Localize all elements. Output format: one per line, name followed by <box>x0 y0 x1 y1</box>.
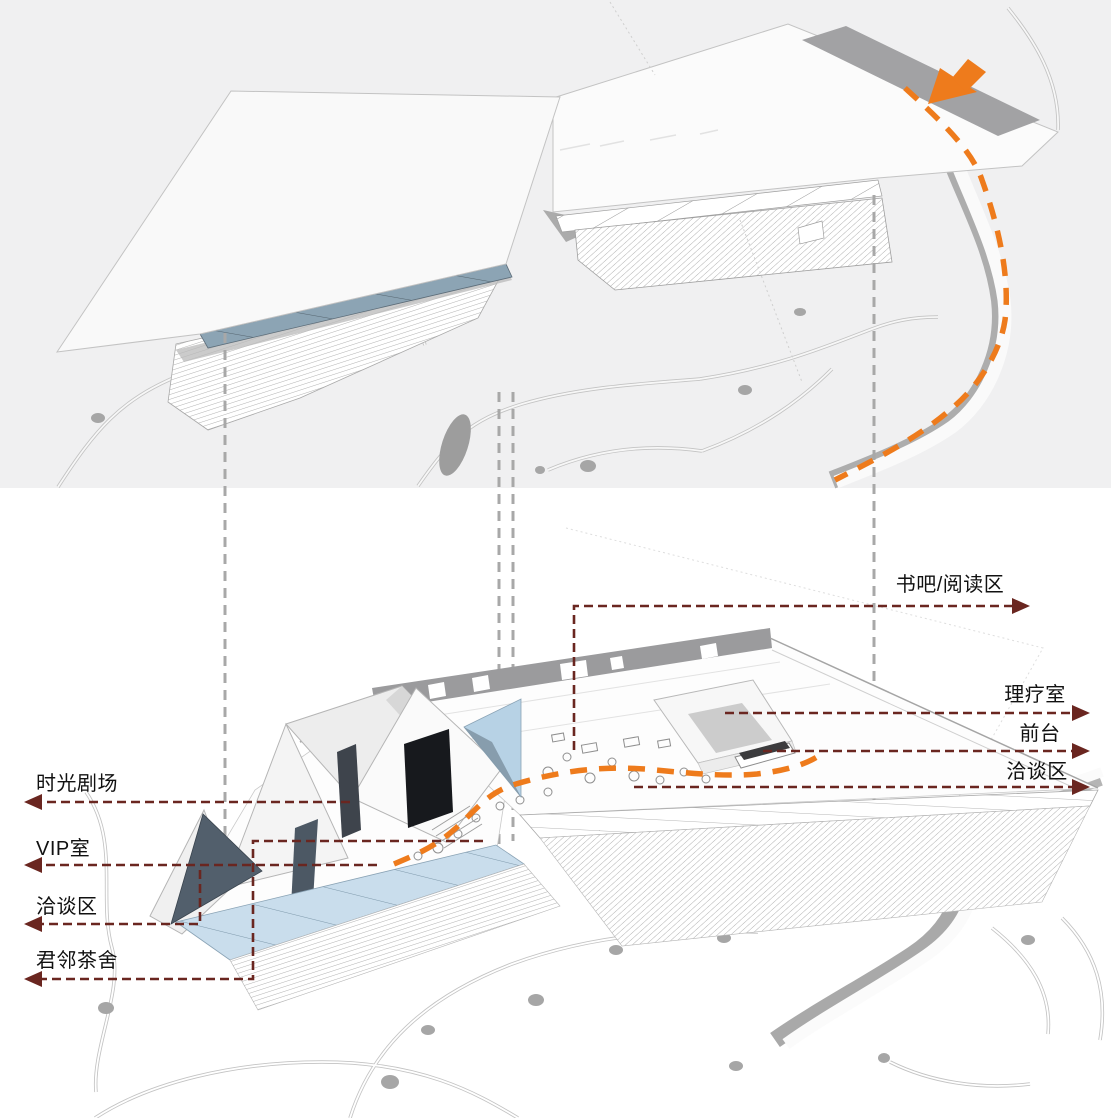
teahouse-dark-glass-gable <box>170 813 263 925</box>
leader-negotiation-left <box>40 870 202 926</box>
label-leaders <box>40 604 1074 981</box>
route-top <box>833 85 1010 483</box>
route-bottom <box>392 754 819 867</box>
leader-book-bar <box>572 604 1014 750</box>
top-view-roof-axon <box>0 0 1111 489</box>
bottom-view-interior-axon <box>84 628 1105 1118</box>
label-therapy-room: 理疗室 <box>1004 684 1066 706</box>
left-wing-hatched-skirt <box>229 863 561 1011</box>
theater-dark-slot <box>337 744 361 838</box>
back-clerestory-band <box>299 628 1099 797</box>
left-wing-walls-top <box>167 263 513 431</box>
leader-arrowheads <box>24 598 1090 987</box>
circulation-route <box>392 85 1010 867</box>
leader-junlin-teahouse <box>40 839 483 981</box>
vegetation-top <box>91 308 806 476</box>
arrowhead-time-theater <box>24 794 42 810</box>
roof-sketch-marks <box>559 129 719 151</box>
label-negotiation-left: 洽谈区 <box>36 896 98 918</box>
arrowhead-junlin-teahouse <box>24 971 42 987</box>
label-negotiation-right: 洽谈区 <box>1006 761 1068 783</box>
label-junlin-teahouse: 君邻茶舍 <box>36 950 118 972</box>
roof-edge-band-gray <box>802 26 1040 136</box>
arrowhead-book-bar <box>1012 598 1030 614</box>
arrowhead-front-desk <box>1072 743 1090 759</box>
glass-atrium-wedge <box>463 698 522 799</box>
arrowhead-therapy-room <box>1072 705 1090 721</box>
arrowhead-vip-room <box>24 857 42 873</box>
label-vip-room: VIP室 <box>36 838 91 860</box>
roof-plane-right <box>552 23 1059 213</box>
roof-plane-left <box>55 90 561 353</box>
stair-marks <box>431 805 483 849</box>
furniture-sketch <box>413 732 711 861</box>
theater-screen <box>404 729 453 828</box>
route-entry-arrow-icon <box>928 59 986 104</box>
right-wing-hatched-skirt <box>539 805 1091 947</box>
arrowhead-negotiation-right <box>1072 779 1090 795</box>
arrowhead-negotiation-left <box>24 916 42 932</box>
right-wing-walls-top <box>543 179 893 291</box>
label-book-bar: 书吧/阅读区 <box>895 574 1005 596</box>
label-time-theater: 时光剧场 <box>36 773 118 795</box>
projection-guides <box>565 1 1044 801</box>
label-front-desk: 前台 <box>1019 723 1061 745</box>
